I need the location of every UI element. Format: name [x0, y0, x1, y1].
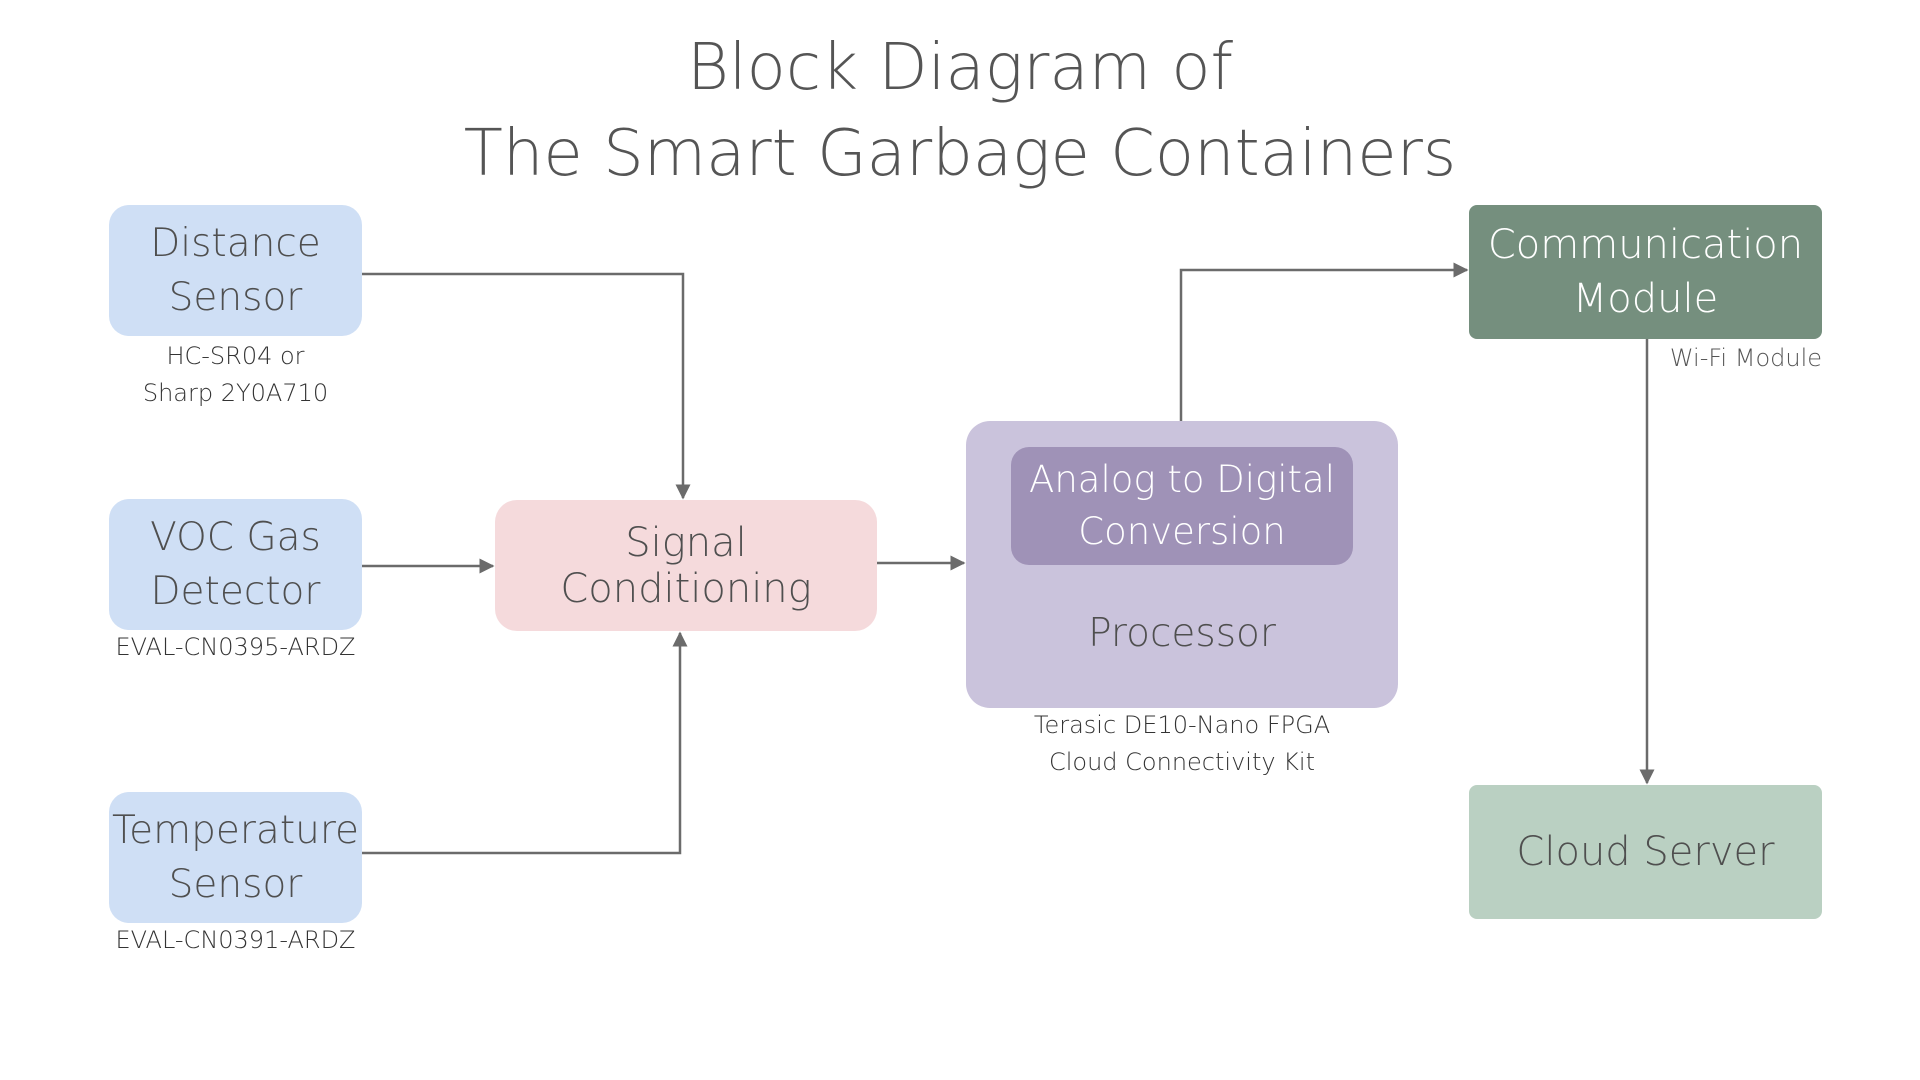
distance-sensor-caption-line1: HC-SR04 or — [166, 342, 305, 370]
communication-module-caption: Wi-Fi Module — [1620, 340, 1822, 377]
title-line-2: The Smart Garbage Containers — [463, 117, 1457, 191]
title-line-1: Block Diagram of — [686, 31, 1234, 105]
cloud-server-label: Cloud Server — [1516, 829, 1775, 875]
voc-detector-caption-line1: EVAL-CN0395-ARDZ — [115, 633, 356, 661]
processor-caption-line2: Cloud Connectivity Kit — [1048, 748, 1315, 776]
distance-sensor-caption: HC-SR04 or Sharp 2Y0A710 — [99, 338, 372, 412]
communication-module-block: Communication Module — [1469, 205, 1822, 339]
voc-detector-label-line2: Detector — [150, 568, 321, 614]
distance-sensor-label-line1: Distance — [150, 220, 321, 266]
voc-detector-label-line1: VOC Gas — [150, 514, 321, 560]
adc-block: Analog to Digital Conversion — [1011, 447, 1353, 565]
distance-sensor-label-line2: Sensor — [168, 274, 303, 320]
voc-detector-block: VOC Gas Detector — [109, 499, 362, 630]
communication-module-label-line2: Module — [1572, 276, 1719, 322]
temperature-sensor-caption: EVAL-CN0391-ARDZ — [85, 922, 386, 959]
edge-temperature-to-signal — [362, 631, 688, 855]
processor-caption-line1: Terasic DE10-Nano FPGA — [1033, 711, 1331, 739]
signal-conditioning-block: Signal Conditioning — [495, 500, 877, 631]
edge-distance-to-signal — [362, 272, 691, 500]
temperature-sensor-label-line2: Sensor — [168, 861, 303, 907]
voc-detector-caption: EVAL-CN0395-ARDZ — [85, 629, 386, 666]
adc-label-line2: Conversion — [1078, 510, 1286, 553]
signal-conditioning-label: Signal Conditioning — [560, 519, 812, 612]
cloud-server-block: Cloud Server — [1469, 785, 1822, 919]
edge-processor-to-communication — [1179, 262, 1469, 421]
distance-sensor-block: Distance Sensor — [109, 205, 362, 336]
diagram-title: Block Diagram of The Smart Garbage Conta… — [0, 25, 1920, 197]
temperature-sensor-caption-line1: EVAL-CN0391-ARDZ — [115, 926, 356, 954]
communication-module-caption-line1: Wi-Fi Module — [1669, 344, 1822, 372]
adc-label-line1: Analog to Digital — [1029, 458, 1335, 501]
temperature-sensor-label-line1: Temperature — [111, 807, 360, 853]
distance-sensor-caption-line2: Sharp 2Y0A710 — [142, 379, 329, 407]
communication-module-label-line1: Communication — [1487, 222, 1804, 268]
processor-caption: Terasic DE10-Nano FPGA Cloud Connectivit… — [966, 707, 1398, 781]
temperature-sensor-block: Temperature Sensor — [109, 792, 362, 923]
processor-label: Processor — [1088, 611, 1276, 656]
